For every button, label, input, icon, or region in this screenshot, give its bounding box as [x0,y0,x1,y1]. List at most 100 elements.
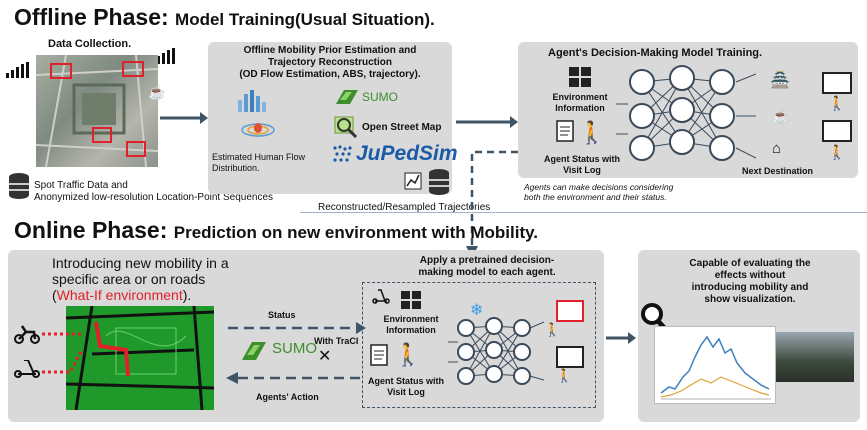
offline-title-main: Offline Phase: [14,4,169,30]
bar-chart-icon [238,90,266,112]
eval-line2: effects without [714,270,786,281]
camera-icon [122,61,144,77]
data-collection-label: Data Collection. [48,38,132,50]
camera-icon [92,127,112,143]
apply-title-line1: Apply a pretrained decision- [419,255,555,266]
prior-estimation-title: Offline Mobility Prior Estimation and Tr… [210,45,450,81]
walking-person-icon: 🚶 [578,120,606,145]
eval-line3: introducing mobility and [691,282,809,293]
env-info-line2: Information [555,103,605,113]
osm-label: Open Street Map [362,122,442,133]
agent-status-line1: Agent Status with [544,154,620,164]
online-agent-status-line2: Visit Log [387,387,425,397]
database-icon [9,173,29,199]
neural-network-diagram [448,317,544,385]
online-env-info-line1: Environment [383,314,439,324]
agents-note: Agents can make decisions considering bo… [524,182,673,202]
3d-visualization-thumbnail [776,332,854,382]
cup-sign-icon [556,346,584,368]
moped-icon [14,325,40,344]
tools-icon: ✕ [318,348,332,365]
sumo-logo-icon [336,90,358,104]
evaluation-text: Capable of evaluating the effects withou… [660,258,840,306]
apply-title-line2: making model to each agent. [418,267,556,278]
arrow-right [456,116,518,128]
what-if-label: What-If environment [56,287,183,303]
human-flow-text: Estimated Human Flow Distribution. [212,152,305,174]
spot-traffic-line1: Spot Traffic Data and [34,180,128,191]
online-env-info-line2: Information [386,325,436,335]
castle-sign-icon [556,300,584,322]
online-phase-title: Online Phase: Prediction on new environm… [14,217,538,246]
offline-title-sub: Model Training(Usual Situation). [175,10,435,29]
snowflake-icon: ❄ [470,302,484,319]
agent-status-label: Agent Status with Visit Log [540,154,624,176]
online-title-sub: Prediction on new environment with Mobil… [173,223,539,242]
human-flow-ripple-icon [241,123,275,137]
agent-training-title: Agent's Decision-Making Model Training. [548,47,763,59]
agent-status-line2: Visit Log [563,165,601,175]
sumo-traci-label: SUMO [272,340,317,357]
castle-icon: 🏯 [770,72,790,89]
phase-divider [300,212,867,213]
apply-model-box [362,282,596,408]
environment-icon [569,67,591,87]
intro-line2: specific area or on roads [52,271,206,287]
env-info-label: Environment Information [548,92,612,114]
kick-scooter-icon [14,360,40,378]
camera-icon [50,63,72,79]
prior-title-line1: Offline Mobility Prior Estimation and [243,45,417,56]
kick-scooter-icon [372,289,390,304]
apply-model-title: Apply a pretrained decision- making mode… [392,255,582,279]
agents-action-arrow [226,372,366,384]
status-label: Status [268,310,296,320]
camera-icon [126,141,146,157]
spot-traffic-line2: Anonymized low-resolution Location-Point… [34,192,274,203]
home-icon: ⌂ [772,140,782,157]
walking-person-icon: 🚶 [828,144,846,160]
with-traci-label: With TraCI [314,336,359,346]
prior-title-line2: Trajectory Reconstruction [268,57,392,68]
signal-bars-icon [6,62,29,78]
offline-phase-title: Offline Phase: Model Training(Usual Situ… [14,4,435,33]
document-icon [370,344,388,366]
agents-note-line1: Agents can make decisions considering [524,182,674,192]
sumo-label: SUMO [362,90,398,104]
eval-line1: Capable of evaluating the [689,258,811,269]
online-agent-status-line1: Agent Status with [368,376,444,386]
dots-logo-icon [333,145,352,162]
jupedsim-label: JuPedSim [356,142,458,165]
arrow-right [606,332,636,344]
spot-traffic-text: Spot Traffic Data and Anonymized low-res… [34,180,273,204]
online-title-main: Online Phase: [14,217,168,243]
sumo-logo-icon [242,342,266,360]
what-if-map [66,306,214,410]
walking-person-icon: 🚶 [556,368,573,383]
dotted-red-connector [42,332,84,374]
neural-network-diagram [616,65,756,161]
agents-action-label: Agents' Action [256,392,319,402]
what-if-map-roads [66,306,214,410]
cup-icon: ☕ [148,84,166,100]
human-flow-line1: Estimated Human Flow [212,152,306,162]
cup-sign-icon [822,72,852,94]
human-flow-line2: Distribution. [212,163,260,173]
environment-icon [401,291,421,309]
prior-title-line3: (OD Flow Estimation, ABS, trajectory). [239,69,421,80]
document-icon [556,120,574,142]
intro-line1: Introducing new mobility in a [52,255,229,271]
walking-person-icon: 🚶 [544,322,561,337]
aerial-map-image [36,55,158,167]
database-icon [429,169,449,195]
online-env-info-label: Environment Information [376,314,446,336]
trajectory-icon [404,172,422,190]
evaluation-plot-lines [660,335,771,400]
next-destination-label: Next Destination [742,166,814,176]
eval-line4: show visualization. [704,294,796,305]
prior-estimation-panel [208,42,452,194]
walking-person-icon: 🚶 [394,342,422,367]
magnifier-map-icon [334,116,358,138]
evaluation-plot-thumbnail [654,326,776,404]
arrow-right [160,112,208,124]
reconstructed-label: Reconstructed/Resampled Trajectories [318,202,491,213]
